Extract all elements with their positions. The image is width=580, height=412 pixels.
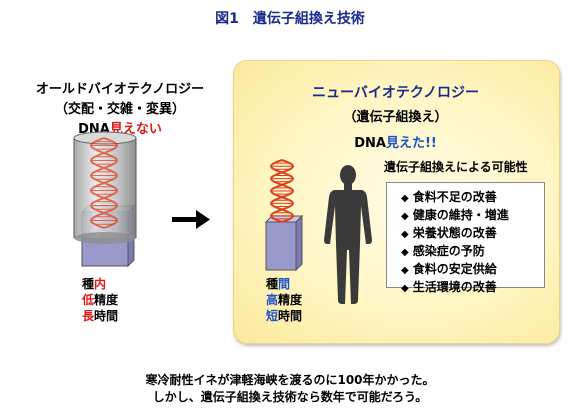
dna-helix-icon	[269, 159, 295, 223]
arrow-right-icon	[172, 210, 210, 229]
possibility-box: 食料不足の改善 健康の維持・増進 栄養状態の改善 感染症の予防 食料の安定供給 …	[386, 182, 545, 294]
old-trait-time: 長時間	[82, 309, 119, 323]
new-traits: 種間 高精度 短時間	[266, 276, 302, 324]
old-container-cylinder	[73, 131, 137, 244]
figure-title: 図1 遺伝子組換え技術	[215, 11, 365, 27]
caption: 寒冷耐性イネが津軽海峡を渡るのに100年かかった。 しかし、遺伝子組換え技術なら…	[0, 372, 580, 406]
possibility-title: 遺伝子組換えによる可能性	[384, 160, 528, 174]
list-item: 生活環境の改善	[401, 279, 544, 297]
new-trait-species: 種間	[266, 277, 291, 291]
dna-helix-icon	[89, 137, 119, 229]
old-biotech-name: オールドバイオテクノロジー	[35, 82, 205, 97]
dna-status-visible: 見えた!!	[385, 136, 437, 151]
old-biotech-methods: （交配・交雑・変異）	[54, 102, 185, 117]
old-trait-species: 種内	[82, 277, 107, 291]
helix-strand	[89, 137, 119, 229]
list-item: 感染症の予防	[401, 243, 544, 261]
new-base-block	[264, 214, 304, 272]
new-trait-time: 短時間	[266, 309, 303, 323]
new-trait-precision: 高精度	[266, 293, 303, 307]
old-trait-precision: 低精度	[82, 293, 119, 307]
possibility-list: 食料不足の改善 健康の維持・増進 栄養状態の改善 感染症の予防 食料の安定供給 …	[387, 183, 544, 297]
dna-label: DNA	[354, 136, 386, 151]
human-silhouette-icon	[324, 165, 372, 304]
list-item: 栄養状態の改善	[401, 225, 544, 243]
new-biotech-name: ニューバイオテクノロジー	[311, 85, 480, 101]
list-item: 健康の維持・増進	[401, 207, 544, 225]
list-item: 食料の安定供給	[401, 261, 544, 279]
old-traits: 種内 低精度 長時間	[82, 276, 118, 324]
new-biotech-sub: （遺伝子組換え）	[343, 110, 448, 125]
caption-line-2: しかし、遺伝子組換え技術なら数年で可能だろう。	[152, 390, 428, 404]
list-item: 食料不足の改善	[401, 189, 544, 207]
old-biotech-heading: オールドバイオテクノロジー （交配・交雑・変異） DNA見えない	[10, 80, 230, 140]
caption-line-1: 寒冷耐性イネが津軽海峡を渡るのに100年かかった。	[145, 373, 435, 387]
new-biotech-dna: DNA見えた!!	[233, 132, 558, 151]
